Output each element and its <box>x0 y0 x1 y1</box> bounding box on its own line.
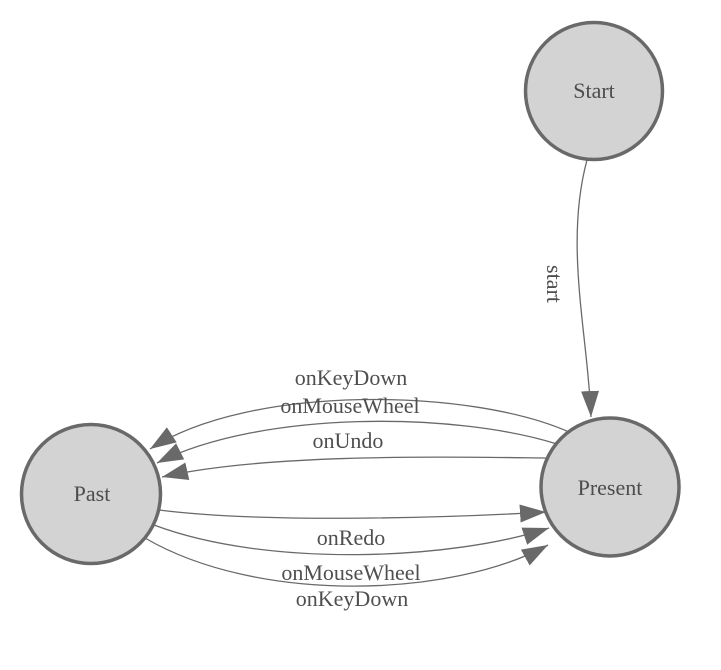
edge-start-to-present <box>576 159 600 418</box>
edge-present-to-past-onkeydown <box>149 398 570 450</box>
state-label-past: Past <box>74 481 111 506</box>
state-circle-present <box>539 416 681 558</box>
edge-label-onundo: onUndo <box>313 428 384 453</box>
edge-labels-group: start onKeyDown onMouseWheel onUndo onRe… <box>280 265 567 611</box>
edges-group <box>144 159 600 587</box>
state-label-present: Present <box>578 475 643 500</box>
state-node-start: Start <box>523 20 665 162</box>
edge-label-onmousewheel-top: onMouseWheel <box>280 393 419 418</box>
edge-label-onkeydown-bottom: onKeyDown <box>296 586 408 611</box>
state-circle-start <box>523 20 665 162</box>
state-node-past: Past <box>19 422 163 566</box>
edge-label-start: start <box>542 265 567 303</box>
edge-present-to-past-onmousewheel <box>156 420 558 464</box>
state-label-start: Start <box>573 78 615 103</box>
edge-past-to-present-onmousewheel <box>153 524 550 556</box>
edge-label-onkeydown-top: onKeyDown <box>295 365 407 390</box>
edge-past-to-present-onkeydown <box>144 537 549 587</box>
nodes-group: Start Past Present <box>19 20 681 566</box>
edge-label-onredo: onRedo <box>317 525 385 550</box>
state-node-present: Present <box>539 416 681 558</box>
edge-present-to-past-onundo <box>161 456 549 481</box>
edge-label-onmousewheel-bottom: onMouseWheel <box>281 560 420 585</box>
state-circle-past <box>19 422 163 566</box>
edge-past-to-present-onredo <box>158 504 547 523</box>
